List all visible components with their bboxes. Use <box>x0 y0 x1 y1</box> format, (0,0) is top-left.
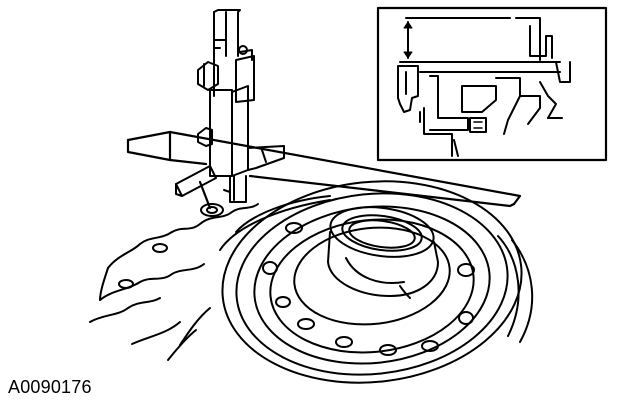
figure-id-label: A0090176 <box>8 377 92 397</box>
bearing-hub <box>327 206 439 299</box>
housing-flange <box>89 203 259 361</box>
bolt-holes <box>262 222 475 356</box>
depth-gauge <box>175 9 285 203</box>
detail-inset <box>376 6 608 162</box>
straight-edge <box>126 130 522 210</box>
carrier-rings <box>219 180 534 384</box>
